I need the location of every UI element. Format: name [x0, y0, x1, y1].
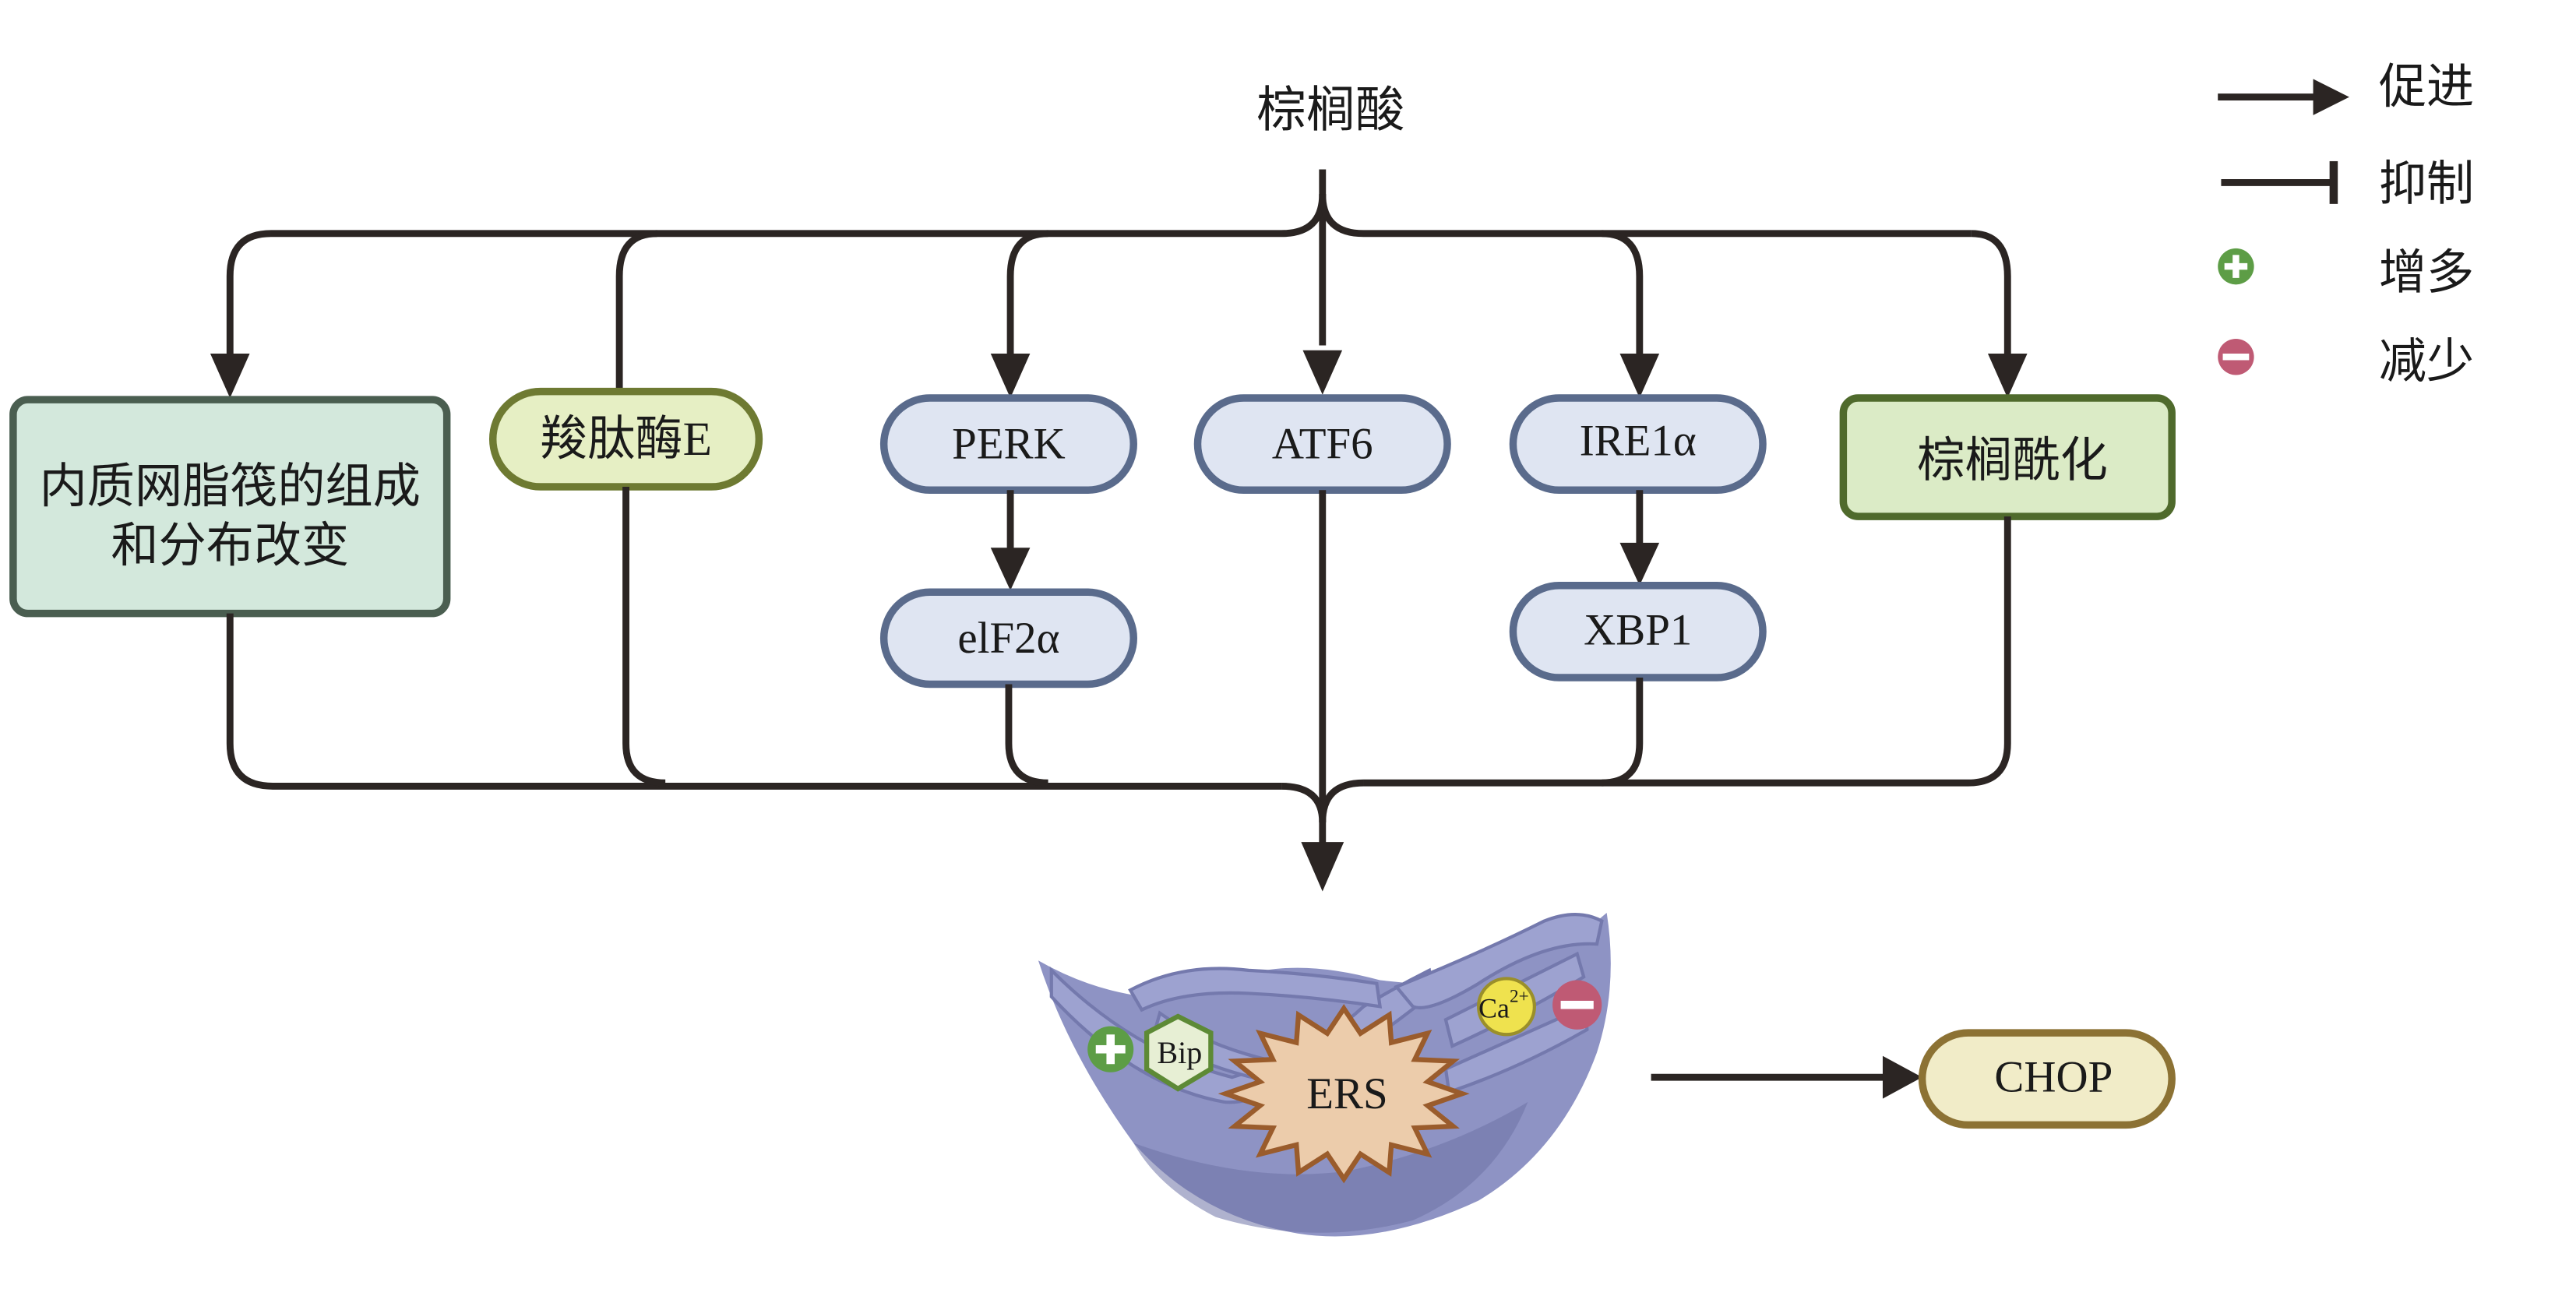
branch-cpe	[615, 230, 657, 424]
node-atf6[interactable]: ATF6	[1193, 394, 1451, 495]
ca-circle	[1477, 977, 1536, 1037]
er-fold-2	[1128, 967, 1383, 1012]
bus-right-curve	[1319, 194, 1972, 238]
node-er-lipid-raft-line1: 内质网脂筏的组成	[40, 460, 421, 513]
node-carboxypeptidase-e-label: 羧肽酶E	[540, 413, 712, 466]
node-ca[interactable]: Ca2+	[1477, 977, 1536, 1037]
top-branch-connectors	[226, 169, 2011, 424]
merge-xbp1	[1602, 678, 1644, 787]
plus-v	[1106, 1034, 1115, 1065]
node-er-lipid-raft-line2: 和分布改变	[111, 519, 349, 572]
node-ire1a-label: IRE1α	[1580, 416, 1697, 465]
minus-bar	[1560, 1000, 1594, 1009]
ers-starburst	[1218, 1004, 1470, 1184]
bip-hexagon	[1144, 1013, 1214, 1092]
arrowhead-ire1	[1619, 354, 1660, 399]
legend-minus-bar	[2222, 354, 2250, 361]
node-er-lipid-raft[interactable]: 内质网脂筏的组成 和分布改变	[9, 396, 451, 618]
legend-item-inhibit: 抑制	[2221, 157, 2474, 211]
merge-right-curve	[1319, 779, 1364, 822]
legend-label-increase: 增多	[2379, 247, 2474, 300]
merge-raft	[226, 613, 1282, 790]
marker-decrease-ca	[1552, 980, 1602, 1030]
arrowhead-palmitoylation	[1987, 354, 2028, 399]
branch-palmitoylation	[1971, 230, 2011, 365]
node-eif2a[interactable]: elF2α	[879, 588, 1137, 688]
arrowhead-ers	[1301, 842, 1344, 892]
legend-item-increase: 增多	[2218, 247, 2474, 300]
node-perk[interactable]: PERK	[879, 394, 1137, 495]
merge-eif2a	[1005, 684, 1048, 787]
arrowhead-raft	[210, 354, 250, 399]
node-chop-label: CHOP	[1994, 1053, 2113, 1102]
bus-left-curve	[270, 194, 1327, 238]
legend-plus-v	[2232, 255, 2239, 278]
legend-label-inhibit: 抑制	[2379, 157, 2474, 210]
bottom-merge-connectors	[226, 487, 2011, 847]
node-eif2a-label: elF2α	[957, 614, 1059, 663]
node-xbp1-label: XBP1	[1584, 605, 1692, 654]
arrowhead-perk	[990, 354, 1031, 399]
node-palmitoylation[interactable]: 棕榈酰化	[1839, 394, 2176, 520]
node-ca-label: Ca2+	[1478, 987, 1528, 1024]
node-atf6-label: ATF6	[1272, 420, 1373, 469]
legend-item-decrease: 减少	[2218, 336, 2474, 389]
node-xbp1[interactable]: XBP1	[1509, 582, 1767, 681]
er-lower-shadow	[1133, 1101, 1528, 1233]
inhibit-bar-icon	[2329, 160, 2338, 204]
legend: 促进 抑制 增多 减少	[2218, 61, 2474, 389]
er-fold-4	[1394, 913, 1604, 1009]
node-ire1a[interactable]: IRE1α	[1509, 394, 1767, 495]
title-palmitic-acid: 棕榈酸	[1256, 83, 1404, 137]
arrowhead-eif2a	[990, 548, 1031, 591]
legend-item-promote: 促进	[2218, 61, 2474, 115]
promote-arrow-icon	[2313, 79, 2349, 115]
branch-raft	[226, 230, 272, 362]
node-perk-label: PERK	[952, 420, 1066, 469]
node-bip-label: Bip	[1157, 1035, 1202, 1070]
marker-increase-bip	[1087, 1026, 1134, 1072]
node-ers[interactable]: ERS	[1218, 1004, 1470, 1184]
arrowhead-chop	[1882, 1055, 1922, 1099]
branch-ire1	[1602, 230, 1644, 365]
legend-label-decrease: 减少	[2379, 336, 2474, 389]
arrowhead-atf6	[1302, 350, 1343, 395]
arrowhead-xbp1	[1619, 542, 1660, 586]
merge-palmitoylation	[1363, 516, 2011, 787]
node-chop[interactable]: CHOP	[1918, 1029, 2176, 1129]
legend-label-promote: 促进	[2379, 61, 2474, 114]
branch-perk	[1006, 230, 1048, 365]
node-ers-label: ERS	[1306, 1069, 1387, 1118]
merge-left-curve	[1281, 782, 1327, 823]
node-bip[interactable]: Bip	[1144, 1013, 1214, 1092]
node-palmitoylation-label: 棕榈酰化	[1917, 434, 2108, 487]
node-carboxypeptidase-e[interactable]: 羧肽酶E	[488, 387, 763, 491]
merge-cpe	[622, 487, 666, 787]
